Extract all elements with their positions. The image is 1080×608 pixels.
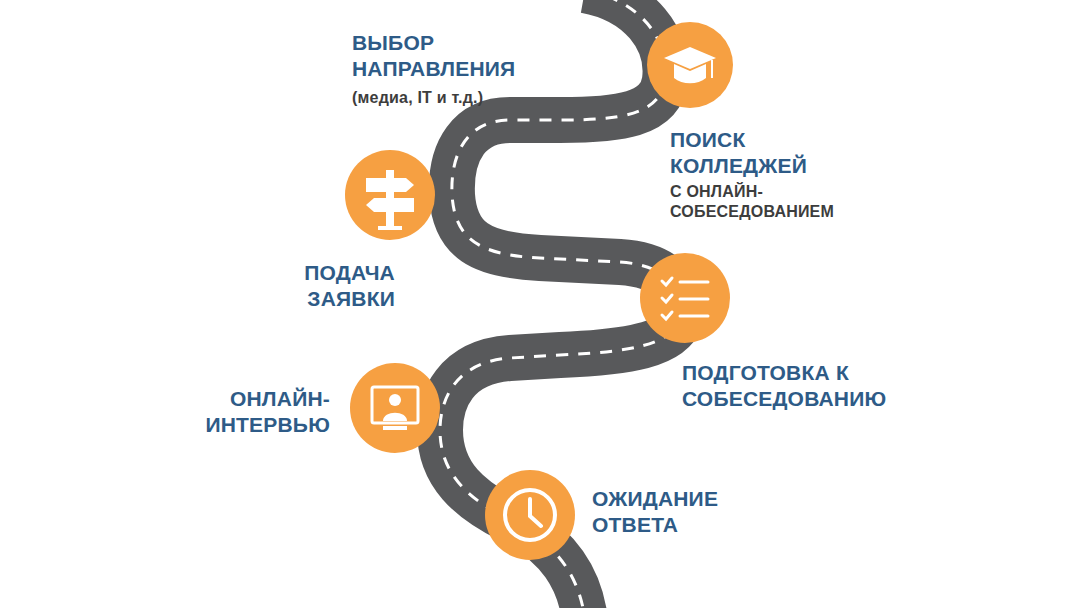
checklist-icon xyxy=(640,253,730,343)
step-title: ПОДАЧА ЗАЯВКИ xyxy=(255,260,395,311)
monitor-icon xyxy=(350,363,440,453)
step-title: ПОДГОТОВКА К СОБЕСЕДОВАНИЮ xyxy=(682,360,922,411)
step-title: ПОИСК КОЛЛЕДЖЕЙ xyxy=(670,127,840,178)
step-title: ВЫБОР НАПРАВЛЕНИЯ xyxy=(352,30,527,81)
graduation-icon xyxy=(647,22,733,108)
step-title: ОЖИДАНИЕ ОТВЕТА xyxy=(592,486,752,537)
step-title: ОНЛАЙН- ИНТЕРВЬЮ xyxy=(185,386,330,437)
step-note: (медиа, IT и т.д.) xyxy=(352,88,542,108)
signpost-icon xyxy=(345,150,435,240)
clock-icon xyxy=(485,470,575,560)
step-note: С ОНЛАЙН- СОБЕСЕДОВАНИЕМ xyxy=(670,182,870,221)
